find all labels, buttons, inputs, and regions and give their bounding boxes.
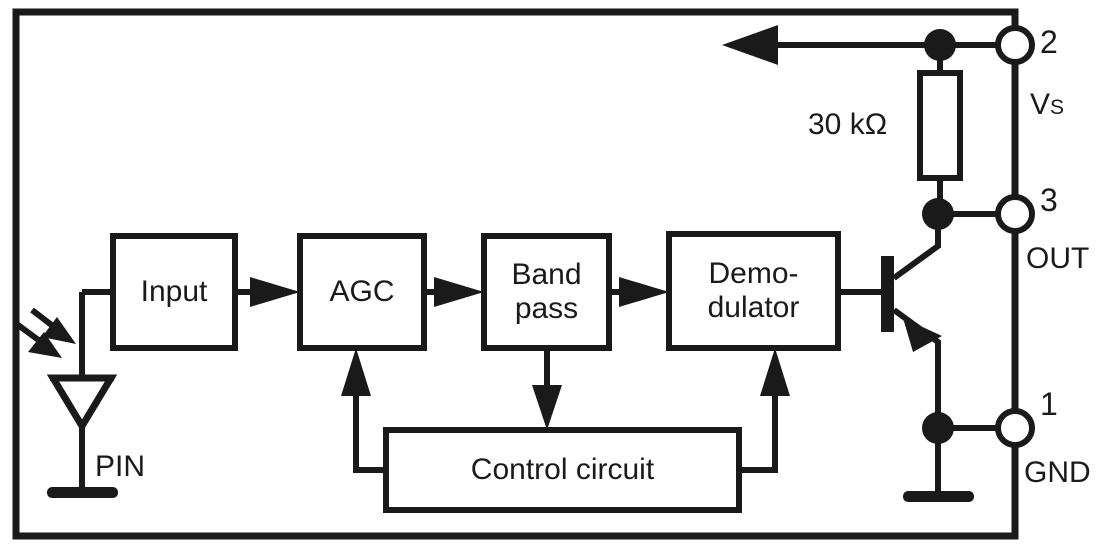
arrow-control-to-agc	[341, 348, 386, 473]
block-label-control-circuit: Control circuit	[470, 453, 655, 487]
junction-dot-output	[922, 198, 954, 230]
transistor-base-bar	[881, 256, 894, 332]
junction-dot-supply	[924, 29, 956, 61]
pin-name-vs-main: V	[1030, 88, 1051, 121]
block-label-agc-wrap: AGC	[300, 236, 424, 348]
block-label-bandpass-line1: Band	[511, 258, 582, 292]
ic-boundary-frame	[12, 8, 1019, 540]
block-label-demodulator-line2: dulator	[707, 291, 800, 324]
pin-name-vs: VS	[1030, 88, 1064, 122]
pin-circle-1[interactable]	[995, 408, 1035, 448]
ground-symbol-internal	[903, 491, 974, 502]
arrow-input-to-agc	[235, 277, 300, 307]
pin-name-out: OUT	[1026, 242, 1090, 275]
block-label-input: Input	[140, 275, 208, 309]
pin-name-gnd: GND	[1024, 456, 1091, 489]
pin-name-vs-subscript: S	[1050, 96, 1065, 119]
block-label-demodulator-wrap: Demo- dulator	[669, 234, 838, 348]
pin-number-2: 2	[1040, 24, 1058, 60]
resistor-30k-body	[917, 70, 963, 181]
light-arrow-icon-1	[12, 319, 62, 358]
photodiode-triangle	[46, 374, 118, 433]
supply-feed-arrow-icon	[722, 25, 778, 65]
pin-number-1: 1	[1040, 386, 1058, 422]
ground-symbol-pin	[47, 487, 118, 498]
arrow-agc-to-bandpass	[424, 277, 484, 307]
arrow-bandpass-to-control	[532, 348, 562, 430]
junction-dot-ground	[922, 412, 954, 444]
photodiode-label: PIN	[95, 450, 146, 483]
pin-circle-2[interactable]	[995, 25, 1035, 65]
block-label-input-wrap: Input	[113, 236, 235, 348]
arrow-control-to-demodulator	[739, 348, 790, 473]
resistor-value-label: 30 kΩ	[808, 108, 888, 141]
pin-circle-3[interactable]	[995, 194, 1035, 234]
pin-number-3: 3	[1040, 182, 1058, 218]
block-label-demodulator-line1: Demo-	[708, 257, 799, 291]
transistor-emitter-arrow	[903, 318, 942, 352]
arrow-bandpass-to-demodulator	[609, 277, 669, 307]
block-label-bandpass-line2: pass	[514, 292, 579, 325]
block-label-control-wrap: Control circuit	[386, 430, 739, 510]
block-label-bandpass-wrap: Band pass	[484, 236, 609, 348]
block-label-agc: AGC	[329, 275, 395, 309]
light-arrow-icon-2	[30, 307, 76, 344]
